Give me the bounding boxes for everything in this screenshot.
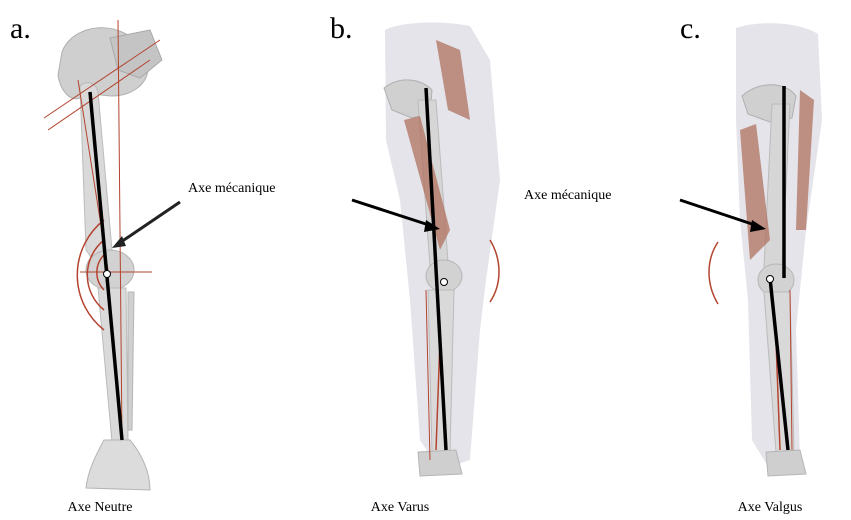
panel-b-foot — [418, 450, 462, 476]
panel-c-letter: c. — [680, 14, 701, 44]
panel-b-letter: b. — [330, 14, 353, 44]
panel-a-annotation-arrow — [118, 202, 180, 244]
panel-a-knee — [86, 250, 134, 290]
panel-a-letter: a. — [10, 14, 31, 44]
panel-b-caption: Axe Varus — [330, 500, 470, 516]
panel-c-caption: Axe Valgus — [700, 500, 840, 516]
panel-c-foot — [766, 450, 806, 476]
panel-b-knee — [426, 260, 462, 292]
panel-b-varus-leg — [352, 23, 500, 476]
panel-b-knee-center-marker — [441, 279, 448, 286]
panel-a-fibula — [128, 292, 134, 430]
panel-a-knee-center-marker — [104, 271, 111, 278]
panel-a-arrowhead — [112, 236, 126, 248]
panel-c-axis-label: Axe mécanique — [524, 188, 611, 204]
panel-a-neutral-leg — [44, 20, 180, 490]
panel-a-caption: Axe Neutre — [30, 500, 170, 516]
panel-c-valgus-leg — [680, 23, 822, 476]
panel-c-knee-center-marker — [767, 276, 774, 283]
panel-a-axis-label: Axe mécanique — [188, 181, 275, 197]
panel-c-rotation-arc — [709, 242, 718, 304]
panel-a-foot — [86, 440, 150, 490]
panel-a-tibia — [98, 288, 128, 442]
panel-b-rotation-arc — [490, 240, 499, 302]
panel-c-knee — [758, 264, 794, 296]
